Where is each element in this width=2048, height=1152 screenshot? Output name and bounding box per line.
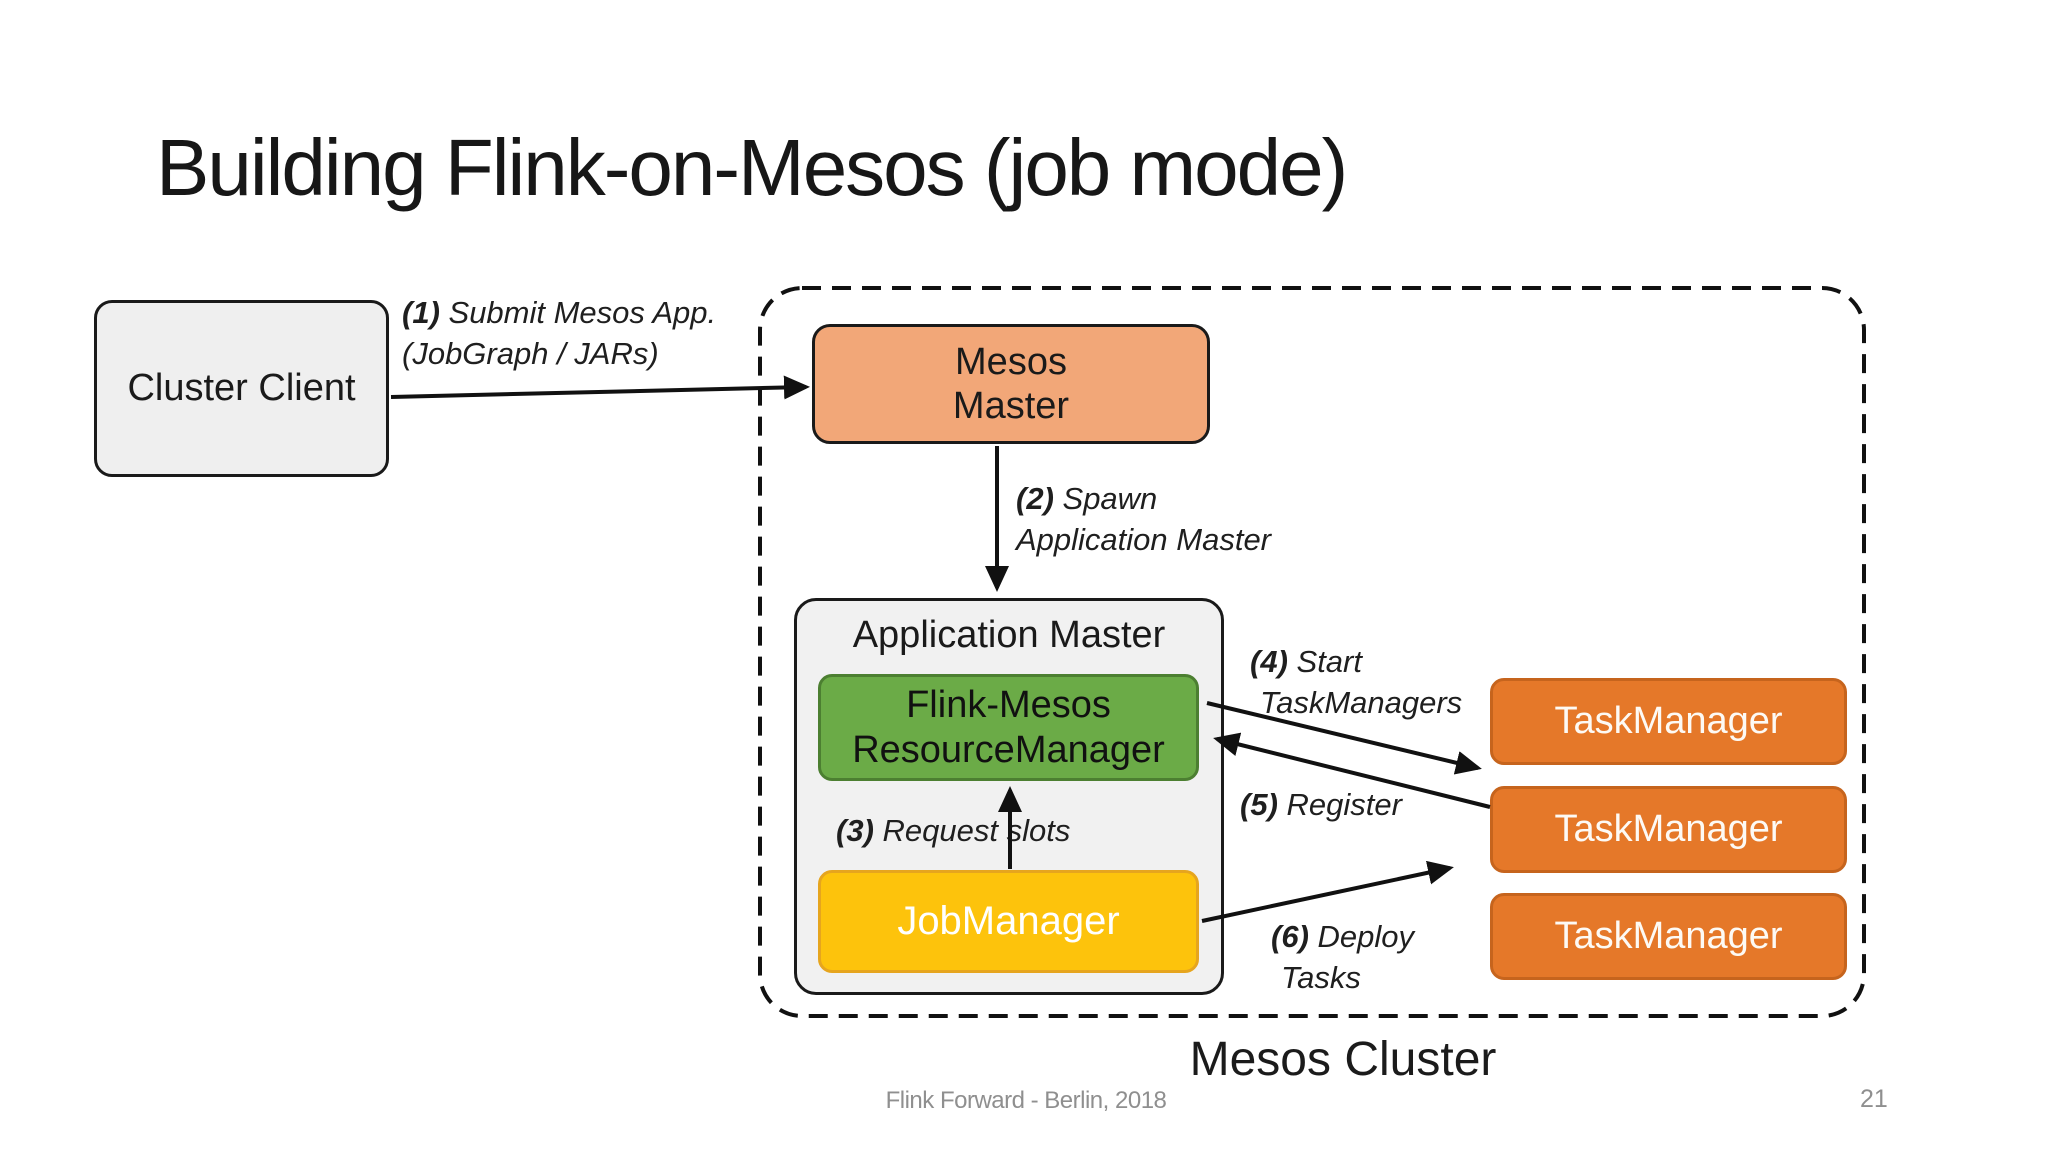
edge-2-label: (2) Spawn Application Master [1016,478,1271,560]
edge-6-label: (6) Deploy Tasks [1271,916,1414,998]
edge-6-text-line1: Deploy [1317,919,1415,954]
resourcemanager-label-line2: ResourceManager [852,728,1165,771]
node-cluster-client: Cluster Client [94,300,389,477]
edge-6-arrow [1201,860,1454,923]
resourcemanager-label-line1: Flink-Mesos [906,684,1111,727]
footer-text: Flink Forward - Berlin, 2018 [885,1087,1167,1114]
edge-5-number: (5) [1240,787,1278,822]
taskmanager-3-label: TaskManager [1554,915,1783,958]
edge-5-text: Register [1286,787,1402,822]
edge-2-number: (2) [1016,481,1054,516]
edge-1-number: (1) [402,295,440,330]
edge-1-label: (1) Submit Mesos App. (JobGraph / JARs) [402,292,716,374]
node-taskmanager-3: TaskManager [1490,893,1847,980]
edge-2-text-line1: Spawn [1062,481,1158,516]
mesos-master-label-line2: Master [952,385,1070,427]
cluster-client-label: Cluster Client [127,367,356,410]
taskmanager-2-label: TaskManager [1554,808,1783,851]
taskmanager-1-label: TaskManager [1554,700,1783,743]
node-taskmanager-1: TaskManager [1490,678,1847,765]
edge-3-text: Request slots [882,813,1071,848]
edge-4-text-line1: Start [1296,644,1362,679]
edge-1-text-line2: (JobGraph / JARs) [402,336,659,371]
node-taskmanager-2: TaskManager [1490,786,1847,873]
edge-1-arrow [390,375,810,400]
edge-5-label: (5) Register [1240,784,1402,825]
edge-4-text-line2: TaskManagers [1260,685,1463,720]
page-number: 21 [1860,1085,1888,1113]
edge-2-text-line2: Application Master [1016,522,1272,557]
edge-3-number: (3) [836,813,874,848]
application-master-title: Application Master [852,614,1166,656]
node-flink-mesos-resourcemanager: Flink-Mesos ResourceManager [818,674,1199,781]
edge-4-number: (4) [1250,644,1288,679]
jobmanager-label: JobManager [897,899,1120,944]
node-mesos-master: Mesos Master [812,324,1210,444]
mesos-master-label-line1: Mesos [955,340,1067,383]
node-jobmanager: JobManager [818,870,1199,973]
edge-1-text-line1: Submit Mesos App. [448,295,717,330]
mesos-cluster-caption: Mesos Cluster [1189,1033,1497,1086]
slide-title: Building Flink-on-Mesos (job mode) [156,123,1348,212]
edge-6-text-line2: Tasks [1281,960,1361,995]
edge-6-number: (6) [1271,919,1309,954]
edge-4-label: (4) Start TaskManagers [1250,641,1462,723]
edge-3-label: (3) Request slots [836,810,1070,851]
